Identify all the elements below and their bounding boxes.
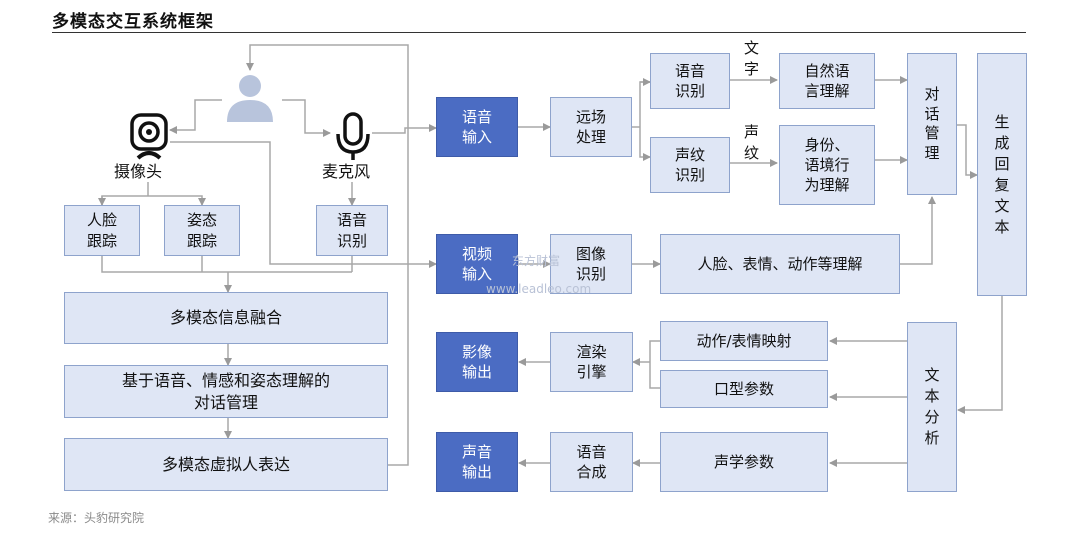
mouth-shape-params-box: 口型参数 (660, 370, 828, 408)
far-field-branch-line (632, 81, 650, 157)
action-expression-mapping-box: 动作/表情映射 (660, 321, 828, 361)
text-analysis-box: 文本分析 (907, 322, 957, 492)
speech-synthesis-box: 语音合成 (550, 432, 633, 492)
camera-to-video-input-line (170, 141, 437, 268)
page-title: 多模态交互系统框架 (52, 12, 214, 32)
generate-reply-box: 生成回复文本 (977, 53, 1027, 296)
pose-tracking-box: 姿态跟踪 (164, 205, 240, 256)
acoustic-params-box: 声学参数 (660, 432, 828, 492)
voiceprint-label: 声纹 (744, 123, 760, 162)
camera-to-tracking-line (101, 182, 202, 205)
render-engine-box: 渲染引擎 (550, 332, 633, 392)
dialog-management-box: 基于语音、情感和姿态理解的对话管理 (64, 365, 388, 418)
virtual-human-expression-box: 多模态虚拟人表达 (64, 438, 388, 491)
tracking-to-fusion-line (101, 256, 353, 292)
camera-label: 摄像头 (114, 162, 163, 181)
title-divider (52, 32, 1026, 33)
speech-recognition-left-box: 语音识别 (316, 205, 388, 256)
feedback-line (246, 44, 409, 466)
text-label: 文字 (744, 39, 760, 78)
image-output-box: 影像输出 (436, 332, 518, 392)
far-field-processing-box: 远场处理 (550, 97, 632, 157)
reply-to-analysis-line (957, 296, 1003, 414)
camera-icon (130, 113, 168, 160)
nlu-box: 自然语言理解 (779, 53, 875, 109)
image-recognition-box: 图像识别 (550, 234, 632, 294)
microphone-icon (336, 112, 370, 160)
multimodal-fusion-box: 多模态信息融合 (64, 292, 388, 344)
mic-to-voice-input-line (372, 124, 437, 134)
params-to-render-line (633, 340, 660, 389)
watermark-text: 东方财富 (512, 254, 561, 268)
user-to-mic-line (282, 99, 331, 137)
video-input-box: 视频输入 (436, 234, 518, 294)
understanding-to-dialog-line (900, 196, 936, 265)
voiceprint-recognition-box: 声纹识别 (650, 137, 730, 193)
source-note: 来源：头豹研究院 (48, 511, 145, 525)
speech-recognition-box: 语音识别 (650, 53, 730, 109)
sound-output-box: 声音输出 (436, 432, 518, 492)
face-expression-action-box: 人脸、表情、动作等理解 (660, 234, 900, 294)
user-to-camera-line (169, 99, 222, 134)
microphone-label: 麦克风 (322, 162, 371, 181)
watermark-url: www.leadleo.com (486, 282, 592, 296)
face-tracking-box: 人脸跟踪 (64, 205, 140, 256)
user-icon (224, 72, 276, 124)
dialog-manager-box: 对话管理 (907, 53, 957, 195)
identity-context-box: 身份、语境行为理解 (779, 125, 875, 205)
voice-input-box: 语音输入 (436, 97, 518, 157)
